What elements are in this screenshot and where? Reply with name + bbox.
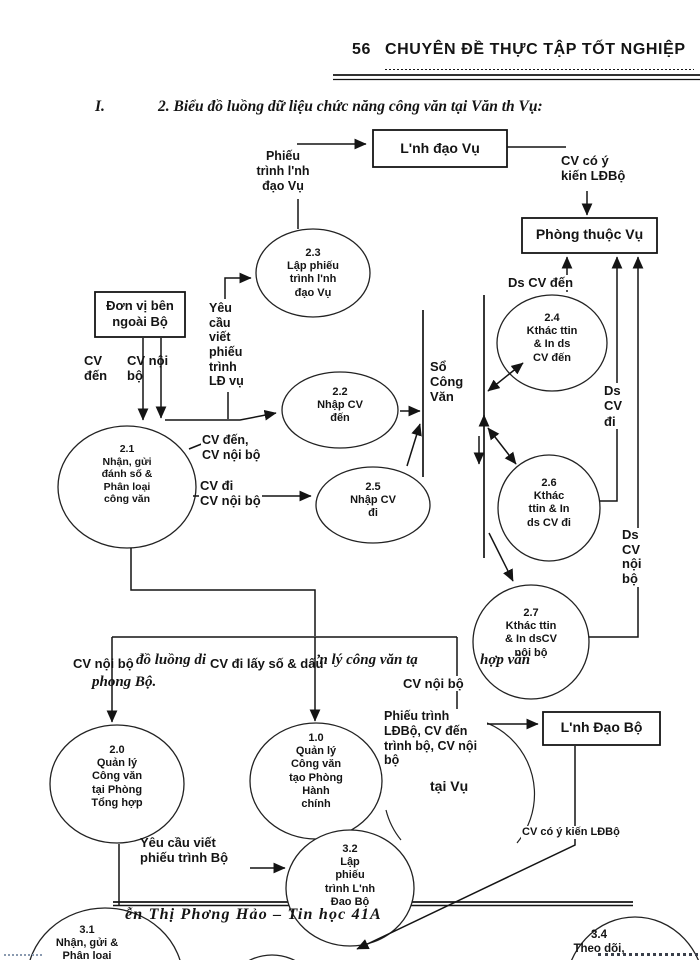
process-3-3-circle [248,954,296,960]
entity-don-vi-ben-ngoai-label: Đơn vị bên ngoài Bộ [106,298,174,329]
flow-store-p24-bidir [487,362,524,392]
flow-label-ds-cv-di: Ds CV đi [603,383,624,429]
flow-label-cv-co-y-kien-ldbo: CV có ý kiến LĐBộ [521,826,621,839]
process-2-4-circle [496,294,608,392]
caption-fragment-3: hợp văn [480,652,531,668]
flow-p21-splitter [130,548,316,636]
caption-fragment-1: đồ luồng di [136,652,207,668]
process-3-1-label: 3.1 Nhận, gửi & Phân loại [55,924,119,960]
process-3-1-circle [29,907,181,960]
flow-p27-to-phong-thuoc-vu [588,256,644,638]
process-2-5-label: 2.5 Nhập CV đi [350,481,396,520]
page-title: 2. Biểu đồ luồng dữ liệu chức năng công … [158,98,543,115]
data-store-so-cong-van-label: Sổ Công Văn [430,359,464,404]
flow-label-ds-cv-noi-bo: Ds CV nội bộ [621,527,643,587]
flow-p26-to-phong-thuoc-vu [599,256,623,502]
entity-lanh-dao-bo-label: L'nh Đạo Bộ [560,719,643,735]
entity-don-vi-ben-ngoai-box [94,291,186,338]
flow-label-cv-di-lay-so-dau: CV đi lấy số & dấu [210,656,324,671]
process-2-1-label: 2.1 Nhận, gửi đánh số & Phân loại công v… [101,443,153,506]
process-2-6-circle [497,454,601,562]
entity-phong-thuoc-vu-box [521,217,658,254]
process-3-0-fragment-label: tại Vụ [430,778,469,794]
caption-fragment-4: phong Bộ. [92,674,157,690]
scan-noise-left [4,954,42,956]
process-2-7-label: 2.7 Kthác ttin & In dsCV nội bộ [505,607,557,659]
flow-label-yeu-cau-ld-vu: Yêu cầu viết phiếu trình LĐ vụ [209,301,244,389]
title-numeral: I. [95,98,105,115]
scan-noise-right [598,953,698,956]
process-2-3-label: 2.3 Lập phiếu trình l'nh đạo Vụ [287,247,339,299]
entity-phong-thuoc-vu-label: Phòng thuộc Vụ [535,226,644,242]
flow-p21-to-p22 [165,409,277,421]
flow-store-to-p27 [488,532,514,582]
flow-label-phieu-trinh-ldbo: Phiếu trình LĐBộ, CV đến trình bộ, CV nộ… [383,709,487,768]
flow-label-cv-di-cv-noi-bo: CV đi CV nội bộ [199,478,262,509]
header-title: CHUYÊN ĐỀ THỰC TẬP TỐT NGHIỆP [385,41,686,58]
flow-label-yeu-cau-bo: Yêu cầu viết phiếu trình Bộ [140,835,229,866]
flow-p25-to-store [406,423,422,467]
process-2-0-label: 2.0 Quản lý Công văn tại Phòng Tổng hợp [91,744,143,809]
flow-label-cv-co-y-kien: CV có ý kiến LĐBộ [561,153,626,184]
flow-label-phieu-trinh-ldv: Phiếu trình l'nh đạo Vụ [256,149,310,193]
process-3-2-circle [285,829,415,947]
flow-label-ds-cv-den: Ds CV đến [507,275,575,291]
entity-lanh-dao-bo-box [542,711,661,746]
process-2-3-circle [255,228,371,318]
entity-lanh-dao-vu-box [372,129,508,168]
process-3-4-label: 3.4 Theo dõi, [573,929,625,955]
page-number: 56 [352,41,371,58]
process-2-6-label: 2.6 Kthác ttin & In ds CV đi [526,477,571,529]
footer-author: ễn Thị Phơng Hảo – Tin học 41A [125,906,382,923]
flow-lanh-dao-bo-down-diagonal [356,746,576,950]
caption-fragment-2: ŉ lý công văn tạ [317,652,418,668]
flow-label-cv-noi-bo-left: CV nội bộ [73,656,134,671]
process-2-2-label: 2.2 Nhập CV đến [317,386,363,425]
flow-label-cv-den-cv-noi-bo: CV đến, CV nội bộ [201,433,262,463]
flow-store-p26-bidir [487,427,517,465]
header-rules [333,69,700,81]
process-3-2-label: 3.2 Lập phiếu trình L'nh Đao Bộ [324,843,376,908]
flow-label-cv-den: CV đến [84,353,108,384]
process-2-7-circle [472,584,590,700]
process-2-1-circle [57,425,197,549]
process-2-4-label: 2.4 Kthác ttin & In ds CV đến [526,312,578,364]
flow-label-cv-noi-bo-mid: CV nội bộ [402,676,465,692]
process-2-0-circle [49,724,185,844]
process-1-0-label: 1.0 Quản lý Công văn tạo Phòng Hành chín… [289,732,343,810]
entity-lanh-dao-vu-label: L'nh đạo Vụ [400,140,480,156]
flow-label-cv-noi-bo-box: CV nội bộ [127,353,169,384]
data-store-so-cong-van-bars [422,295,485,558]
process-2-5-circle [315,466,431,544]
process-3-4-circle [571,916,699,960]
process-2-2-circle [281,371,399,449]
flow-yeu-cau-to-p23 [224,272,252,299]
